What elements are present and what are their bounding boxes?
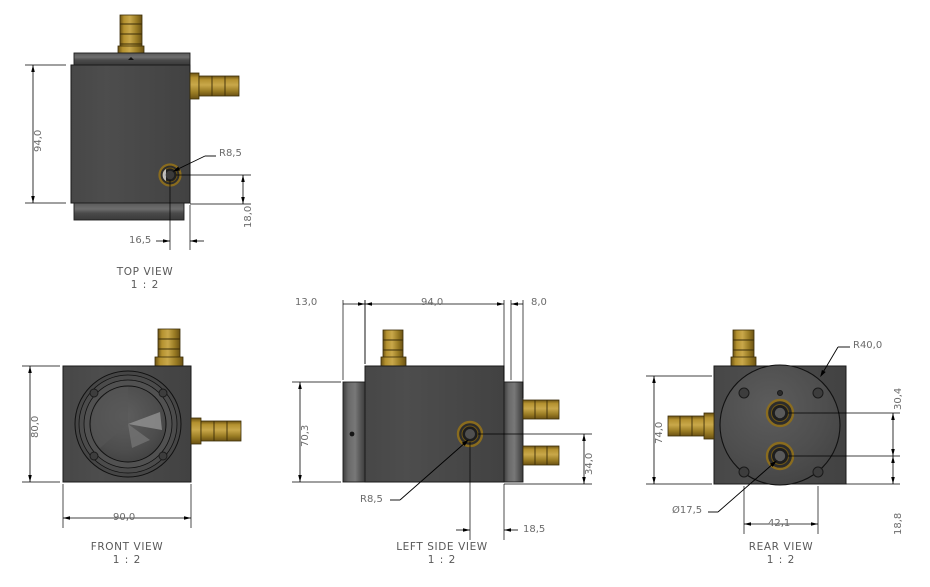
left-side-view-barb-right-upper <box>522 399 560 420</box>
rear-view-group <box>646 329 900 534</box>
top-view-scale: 1 : 2 <box>130 279 160 291</box>
rear-view-scale: 1 : 2 <box>766 554 796 566</box>
dim-top-16-5: 16,5 <box>129 235 152 246</box>
front-view-screw-bl <box>89 451 99 461</box>
top-view-title: TOP VIEW <box>116 266 174 278</box>
dim-left-94-0: 94,0 <box>421 297 444 308</box>
front-view-group <box>22 328 242 528</box>
dim-rear-r40-0: R40,0 <box>853 340 883 351</box>
rear-view-title: REAR VIEW <box>748 541 814 553</box>
dim-left-18-5: 18,5 <box>523 524 546 535</box>
top-view-dim-16-5 <box>156 180 204 250</box>
dim-rear-18-8: 18,8 <box>893 512 904 535</box>
rear-view-screw-br <box>812 466 824 478</box>
rear-view-dim-30-4 <box>788 412 900 457</box>
dim-left-8-0: 8,0 <box>531 297 547 308</box>
top-view-dim-94 <box>25 64 66 204</box>
top-view-label: TOP VIEW 1 : 2 <box>95 266 195 291</box>
front-view-screw-tl <box>89 388 99 398</box>
dim-rear-74-0: 74,0 <box>654 421 665 444</box>
front-view-dim-90 <box>62 484 192 528</box>
left-side-view-group <box>292 300 592 540</box>
dim-front-90: 90,0 <box>113 512 136 523</box>
left-side-view-label: LEFT SIDE VIEW 1 : 2 <box>382 541 502 566</box>
front-view-screw-tr <box>158 388 168 398</box>
rear-view-pin-hole <box>777 389 784 396</box>
left-side-view-dim-18-5 <box>456 442 518 540</box>
left-side-view-scale: 1 : 2 <box>427 554 457 566</box>
dim-top-94: 94,0 <box>33 129 44 152</box>
rear-view-r40-leader <box>820 346 839 378</box>
top-view-barb-right <box>189 72 240 100</box>
left-side-view-r85-leader <box>399 439 469 501</box>
front-view-impeller-face <box>74 370 182 478</box>
left-side-view-cylinder-right <box>503 381 524 483</box>
rear-view-barb-left <box>667 412 715 440</box>
dim-rear-42-1: 42,1 <box>768 518 791 529</box>
top-view-group <box>25 14 251 250</box>
rear-view-screw-tr <box>812 387 824 399</box>
front-view-barb-right <box>190 417 242 445</box>
top-view-bottom-cap <box>73 202 185 221</box>
left-side-view-dim-8 <box>510 300 524 398</box>
top-view-barb-up <box>117 14 145 55</box>
front-view-barb-up <box>154 328 184 367</box>
rear-view-d175-leader <box>717 460 777 513</box>
left-side-view-barb-up <box>380 329 407 367</box>
dim-left-13-0: 13,0 <box>295 297 318 308</box>
left-side-view-pin-hole <box>349 431 355 437</box>
rear-view-screw-tl <box>738 387 750 399</box>
dim-top-r8-5: R8,5 <box>219 148 242 159</box>
dim-left-r8-5: R8,5 <box>360 494 383 505</box>
left-side-view-dim-13 <box>342 300 366 380</box>
top-view-r85-leader <box>172 155 206 172</box>
front-view-scale: 1 : 2 <box>112 554 142 566</box>
dim-rear-30-4: 30,4 <box>893 387 904 410</box>
rear-view-dim-42-1 <box>743 486 819 534</box>
dim-front-80: 80,0 <box>30 415 41 438</box>
top-view-cap-notch <box>128 57 134 60</box>
dim-left-34-0: 34,0 <box>584 452 595 475</box>
front-view-title: FRONT VIEW <box>90 541 164 553</box>
dim-rear-d17-5: Ø17,5 <box>672 505 703 516</box>
left-side-view-title: LEFT SIDE VIEW <box>396 541 488 553</box>
rear-view-label: REAR VIEW 1 : 2 <box>731 541 831 566</box>
left-side-view-dim-94 <box>364 300 505 380</box>
left-side-view-barb-right-lower <box>522 445 560 466</box>
left-side-view-dim-70-3 <box>292 381 341 483</box>
rear-view-port-upper <box>765 398 795 428</box>
rear-view-barb-up <box>730 329 757 367</box>
front-view-screw-br <box>158 451 168 461</box>
left-side-view-dim-34 <box>478 433 592 485</box>
front-view-dim-80 <box>22 365 60 483</box>
dim-left-70-3: 70,3 <box>300 424 311 447</box>
top-view-dim-18 <box>176 174 251 205</box>
rear-view-dim-18-8 <box>846 456 900 485</box>
rear-view-dim-74 <box>646 375 712 485</box>
dim-top-18-0: 18,0 <box>243 205 254 228</box>
front-view-label: FRONT VIEW 1 : 2 <box>77 541 177 566</box>
rear-view-screw-bl <box>738 466 750 478</box>
left-side-view-body <box>364 365 505 483</box>
left-side-view-cylinder-left <box>342 381 366 483</box>
